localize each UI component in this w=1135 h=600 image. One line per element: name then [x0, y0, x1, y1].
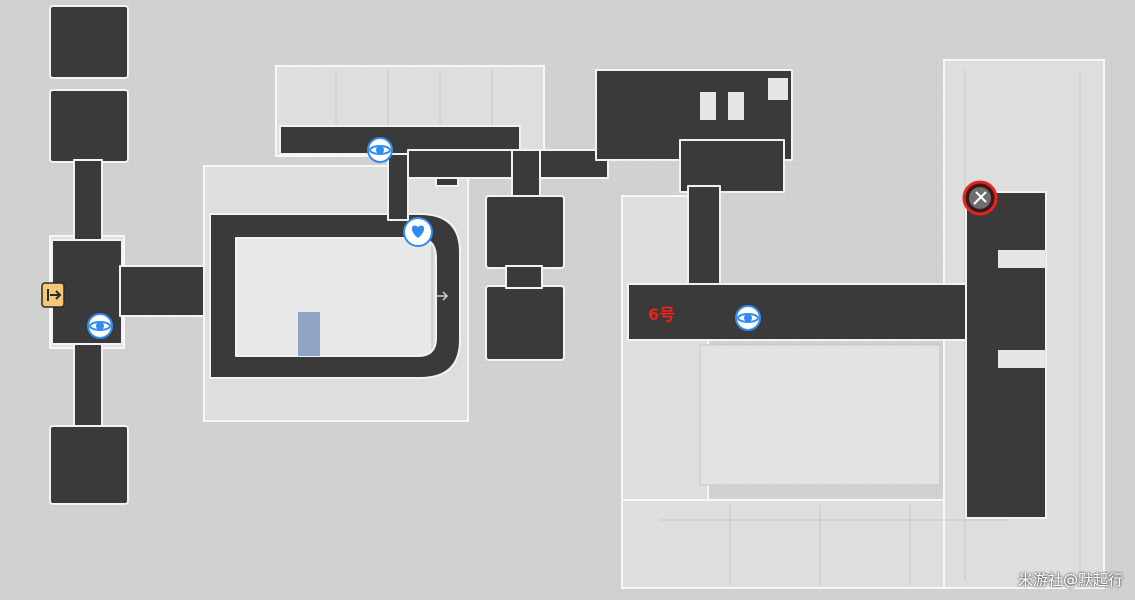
puzzle-heart-marker[interactable]	[403, 217, 433, 247]
exit-door-marker[interactable]	[41, 282, 65, 308]
structure-grid	[235, 70, 1081, 585]
corridor-left-lower	[73, 343, 103, 427]
space-anchor-3[interactable]	[735, 305, 761, 331]
corridor-loop-up	[387, 149, 409, 221]
room-bottom-left	[49, 425, 129, 505]
corridor-right-connector	[679, 139, 785, 193]
room-upper-left	[49, 89, 129, 163]
watermark-text: 米游社@默起行	[1017, 571, 1123, 589]
boss-enemy-marker[interactable]	[962, 180, 998, 216]
room-number-label: 6号	[648, 305, 676, 324]
room-top-left	[49, 5, 129, 79]
space-anchor-1[interactable]	[367, 137, 393, 163]
walkable-paths	[49, 5, 1047, 519]
room-shaft-lower	[485, 285, 565, 361]
corridor-left-upper	[73, 159, 103, 241]
direction-arrow-icon	[437, 291, 449, 301]
corridor-to-shaft	[511, 149, 541, 201]
room-details	[298, 78, 1046, 368]
corridor-left-to-center	[119, 265, 205, 317]
corridor-right-down	[687, 185, 721, 297]
corridor-top-right	[407, 149, 609, 179]
space-anchor-2[interactable]	[87, 313, 113, 339]
corridor-shaft	[505, 265, 543, 289]
room-shaft-upper	[485, 195, 565, 269]
